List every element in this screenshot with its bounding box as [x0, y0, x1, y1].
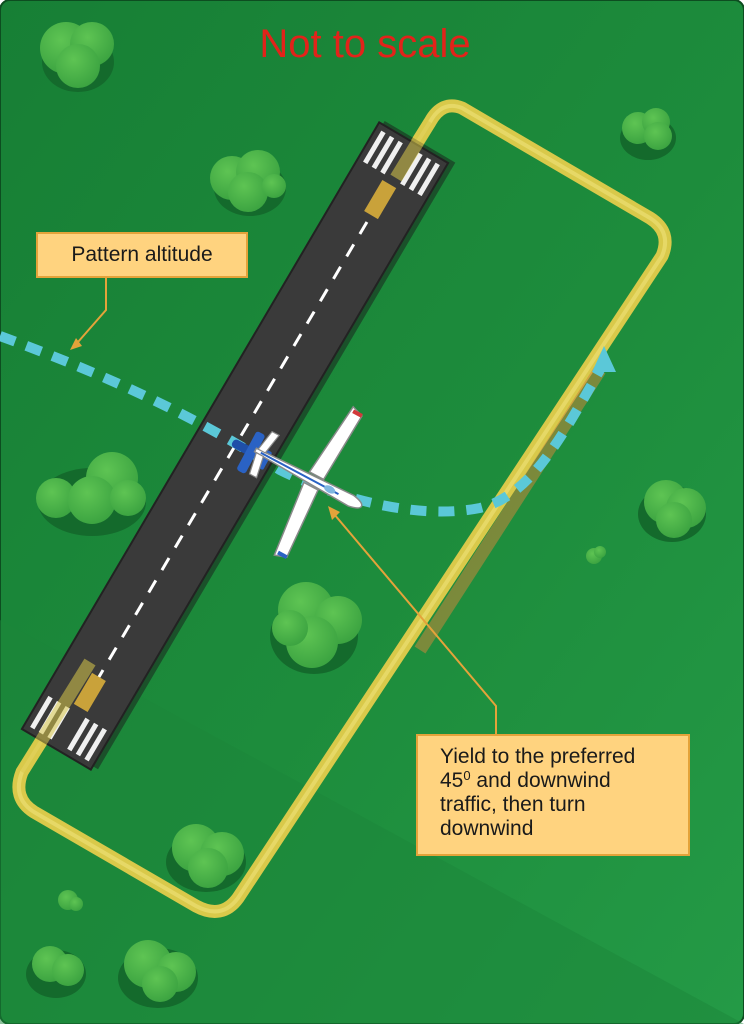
tree [58, 890, 83, 911]
tree [40, 22, 114, 92]
pattern-altitude-label: Pattern altitude [71, 243, 213, 266]
yield-callout: Yield to the preferred 450 and downwind … [416, 734, 690, 856]
yield-line-4: downwind [440, 817, 534, 840]
yield-line-2-rest: and downwind [470, 769, 611, 792]
trees [26, 22, 706, 1008]
tree [270, 582, 362, 674]
tree [26, 946, 86, 998]
touchdown-mark-south [73, 672, 106, 712]
airplane-icon [248, 405, 363, 559]
runway-threshold-north [363, 130, 440, 197]
traffic-pattern-crossing [16, 658, 96, 776]
pattern-altitude-leader-arrowhead [70, 338, 82, 350]
tree [36, 452, 146, 536]
not-to-scale-label: Not to scale [259, 22, 471, 66]
tree [210, 150, 286, 216]
yield-line-2-number: 45 [440, 769, 464, 792]
traffic-pattern-crossing [390, 118, 436, 182]
entry-path-arrowhead [592, 346, 616, 372]
tree [166, 824, 246, 892]
yield-line-1: Yield to the preferred [440, 745, 636, 768]
yield-line-2-superscript: 0 [463, 768, 471, 783]
grass-shade [0, 620, 744, 1024]
yield-line-2: 450 and downwind [440, 769, 688, 793]
yield-leader [333, 513, 497, 734]
yield-leader-arrowhead [328, 506, 340, 520]
tree [638, 480, 706, 542]
tree [118, 940, 198, 1008]
pattern-altitude-callout: Pattern altitude [36, 232, 248, 278]
pattern-altitude-leader [77, 278, 107, 343]
tree [620, 108, 676, 160]
touchdown-mark-north [364, 180, 397, 220]
entry-path [0, 331, 605, 517]
traffic-pattern-path-inner [17, 103, 667, 914]
tree [586, 546, 606, 564]
yield-line-3: traffic, then turn [440, 793, 586, 816]
